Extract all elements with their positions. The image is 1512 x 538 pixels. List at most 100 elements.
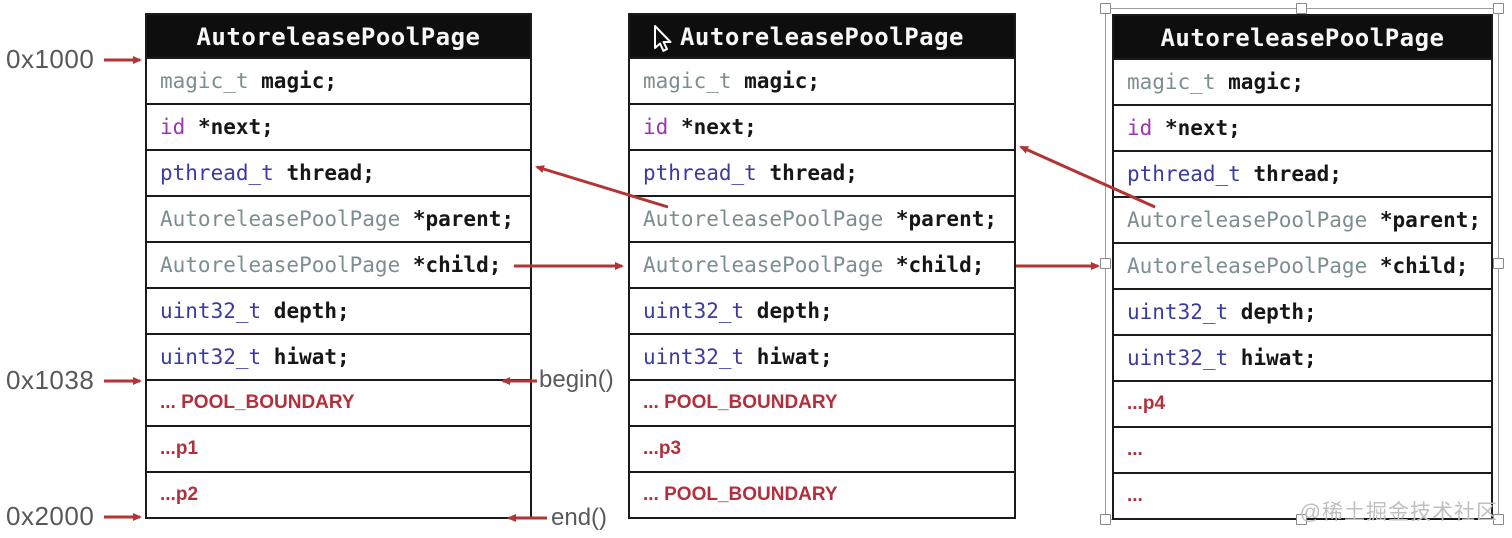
field-text: AutoreleasePoolPage (643, 207, 884, 231)
field-text: ...p2 (160, 484, 199, 505)
field-row: ... POOL_BOUNDARY (630, 473, 1014, 517)
field-text: hiwat; (261, 345, 350, 369)
field-row: uint32_t depth; (630, 289, 1014, 335)
field-text: uint32_t (1127, 346, 1229, 370)
field-row: id *next; (147, 105, 530, 151)
selection-handle[interactable] (1100, 514, 1111, 525)
field-text: AutoreleasePoolPage (160, 253, 401, 277)
field-text: ... (1127, 485, 1143, 506)
field-row: uint32_t depth; (147, 289, 530, 335)
field-row: AutoreleasePoolPage *parent; (1114, 198, 1491, 244)
field-row: ... POOL_BOUNDARY (147, 381, 530, 427)
address-label-0x1000: 0x1000 (6, 44, 95, 74)
field-text: id (160, 115, 186, 139)
field-text: hiwat; (744, 345, 833, 369)
field-text: *next; (1152, 116, 1241, 140)
address-label-0x1038: 0x1038 (6, 365, 95, 395)
field-row: ...p2 (147, 473, 530, 517)
field-row: ...p1 (147, 427, 530, 473)
field-text: pthread_t (643, 161, 757, 185)
mouse-cursor-icon (654, 25, 672, 52)
pool-page-table-1[interactable]: AutoreleasePoolPage magic_t magic;id *ne… (145, 13, 532, 519)
selection-box (1100, 3, 1504, 525)
field-text: depth; (744, 299, 833, 323)
field-text: *child; (400, 253, 502, 277)
selection-handle[interactable] (1100, 3, 1111, 14)
field-text: *next; (185, 115, 274, 139)
field-text: depth; (1228, 300, 1317, 324)
pool-page-table-2[interactable]: AutoreleasePoolPage magic_t magic;id *ne… (628, 13, 1016, 519)
field-text: AutoreleasePoolPage (643, 253, 884, 277)
field-row: uint32_t hiwat; (1114, 336, 1491, 382)
field-row: AutoreleasePoolPage *child; (1114, 244, 1491, 290)
field-text: magic; (1215, 70, 1305, 94)
field-text: uint32_t (643, 299, 745, 323)
field-text: AutoreleasePoolPage (160, 207, 401, 231)
field-text: magic_t (160, 69, 249, 93)
address-label-0x2000: 0x2000 (6, 501, 95, 531)
selection-handle[interactable] (1100, 258, 1111, 269)
field-row: ...p3 (630, 427, 1014, 473)
selection-handle[interactable] (1493, 3, 1504, 14)
field-row: uint32_t hiwat; (147, 335, 530, 381)
field-text: thread; (1240, 162, 1342, 186)
field-text: *parent; (883, 207, 998, 231)
field-rows: magic_t magic;id *next;pthread_t thread;… (1114, 60, 1491, 518)
field-rows: magic_t magic;id *next;pthread_t thread;… (147, 59, 530, 517)
selection-handle[interactable] (1296, 3, 1307, 14)
field-text: uint32_t (1127, 300, 1229, 324)
field-row: id *next; (630, 105, 1014, 151)
field-text: ...p3 (643, 438, 682, 459)
field-row: AutoreleasePoolPage *parent; (630, 197, 1014, 243)
field-row: ...p4 (1114, 382, 1491, 428)
field-text: *child; (883, 253, 985, 277)
begin-label: begin() (539, 366, 614, 393)
pool-page-table-3[interactable]: AutoreleasePoolPage magic_t magic;id *ne… (1112, 14, 1493, 520)
field-row: pthread_t thread; (630, 151, 1014, 197)
field-text: *next; (668, 115, 757, 139)
pool-page-title: AutoreleasePoolPage (630, 15, 1014, 59)
end-label: end() (551, 504, 608, 531)
field-text: magic; (731, 69, 821, 93)
field-text: *parent; (400, 207, 515, 231)
field-text: id (1127, 116, 1153, 140)
selection-handle[interactable] (1296, 514, 1307, 525)
field-text: magic; (248, 69, 338, 93)
field-text: AutoreleasePoolPage (1127, 254, 1368, 278)
pool-page-title: AutoreleasePoolPage (1114, 16, 1491, 60)
field-text: ... POOL_BOUNDARY (643, 392, 838, 413)
field-text: thread; (273, 161, 375, 185)
field-row: id *next; (1114, 106, 1491, 152)
field-text: *parent; (1367, 208, 1482, 232)
field-row: uint32_t hiwat; (630, 335, 1014, 381)
field-text: id (643, 115, 669, 139)
field-text: pthread_t (1127, 162, 1241, 186)
pool-page-title: AutoreleasePoolPage (147, 15, 530, 59)
field-row: ... (1114, 428, 1491, 474)
field-text: magic_t (643, 69, 732, 93)
field-text: depth; (261, 299, 350, 323)
field-row: magic_t magic; (147, 59, 530, 105)
field-row: ... (1114, 474, 1491, 518)
field-row: ... POOL_BOUNDARY (630, 381, 1014, 427)
field-text: ... POOL_BOUNDARY (160, 392, 355, 413)
watermark: @稀土掘金技术社区 (1299, 501, 1498, 524)
field-text: *child; (1367, 254, 1469, 278)
field-row: AutoreleasePoolPage *child; (147, 243, 530, 289)
field-text: uint32_t (643, 345, 745, 369)
field-row: AutoreleasePoolPage *child; (630, 243, 1014, 289)
selection-handle[interactable] (1493, 514, 1504, 525)
field-text: ... (1127, 439, 1143, 460)
field-row: magic_t magic; (1114, 60, 1491, 106)
field-text: AutoreleasePoolPage (1127, 208, 1368, 232)
field-row: pthread_t thread; (147, 151, 530, 197)
field-rows: magic_t magic;id *next;pthread_t thread;… (630, 59, 1014, 517)
field-text: thread; (756, 161, 858, 185)
field-text: pthread_t (160, 161, 274, 185)
field-text: ...p4 (1127, 393, 1166, 414)
field-text: ... POOL_BOUNDARY (643, 484, 838, 505)
field-row: magic_t magic; (630, 59, 1014, 105)
field-row: pthread_t thread; (1114, 152, 1491, 198)
selection-handle[interactable] (1493, 258, 1504, 269)
